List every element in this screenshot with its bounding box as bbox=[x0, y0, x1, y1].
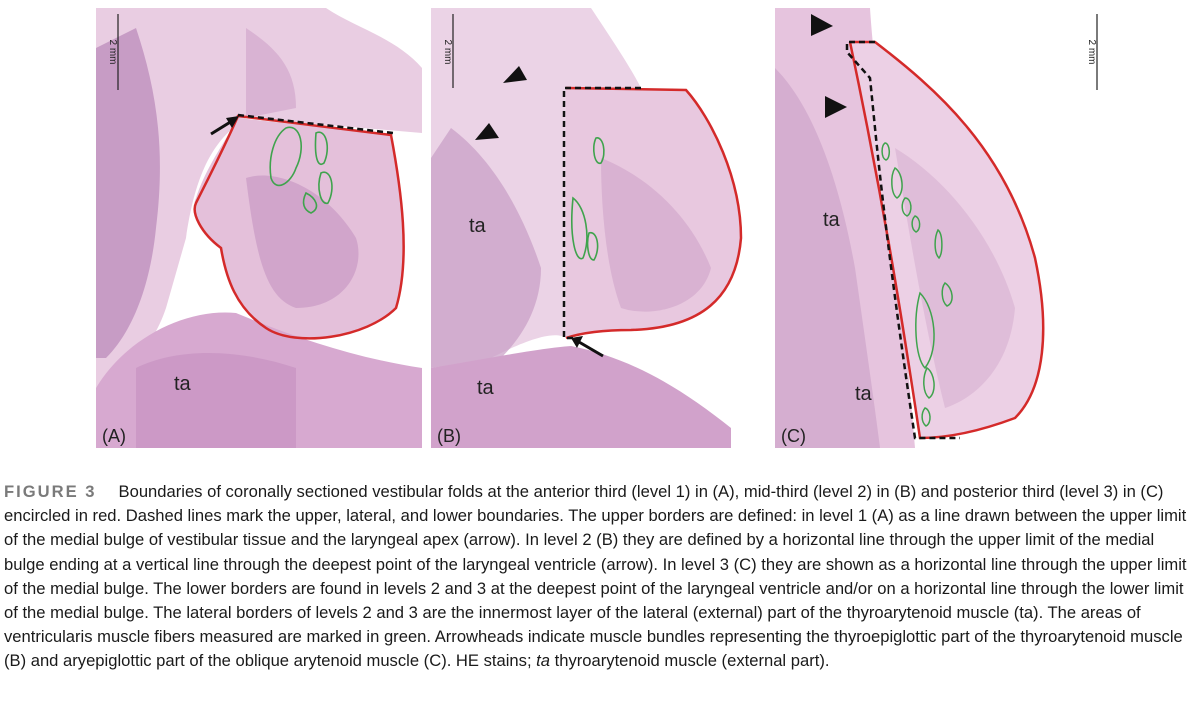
panel-b-ta-label-upper: ta bbox=[469, 215, 487, 237]
panel-c-ta-label-upper: ta bbox=[823, 209, 841, 231]
panel-c-image: 2 mm ta ta (C) bbox=[775, 8, 1105, 448]
panel-b-image: 2 mm ta ta (B) bbox=[431, 8, 763, 448]
panel-a: 2 mm ta (A) bbox=[96, 8, 422, 448]
panel-c-scale-label: 2 mm bbox=[1086, 40, 1097, 65]
panel-b-letter: (B) bbox=[437, 426, 461, 446]
panel-a-scale-label: 2 mm bbox=[107, 40, 118, 65]
panel-c: 2 mm ta ta (C) bbox=[775, 8, 1105, 448]
panel-a-letter: (A) bbox=[102, 426, 126, 446]
panel-c-letter: (C) bbox=[781, 426, 806, 446]
panel-b: 2 mm ta ta (B) bbox=[431, 8, 763, 448]
panel-a-image: 2 mm ta (A) bbox=[96, 8, 422, 448]
panel-a-ta-label: ta bbox=[174, 373, 192, 395]
panel-c-ta-label-lower: ta bbox=[855, 383, 873, 405]
panel-b-scale-label: 2 mm bbox=[442, 40, 453, 65]
caption-italic-abbrev: ta bbox=[536, 651, 551, 671]
panel-b-ta-label-lower: ta bbox=[477, 377, 495, 399]
caption-text-main: Boundaries of coronally sectioned vestib… bbox=[4, 482, 1187, 671]
caption-text-end: thyroarytenoid muscle (external part). bbox=[550, 651, 830, 671]
figure-label: FIGURE 3 bbox=[4, 482, 97, 501]
